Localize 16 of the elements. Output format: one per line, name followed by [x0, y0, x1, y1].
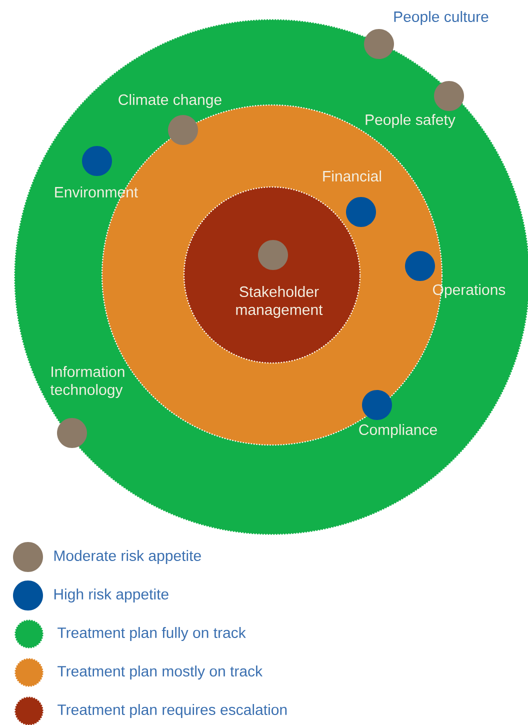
- legend-label: Treatment plan requires escalation: [58, 704, 287, 718]
- risk-label: Financial: [323, 170, 381, 182]
- legend-label: Moderate risk appetite: [54, 550, 201, 564]
- risk-dot: [82, 146, 112, 176]
- risk-label: Compliance: [359, 424, 437, 438]
- risk-label: Climate change: [118, 94, 222, 108]
- risk-dot: [346, 197, 376, 227]
- center-circle: [183, 186, 361, 364]
- risk-label: People culture: [394, 11, 488, 25]
- risk-label: People safety: [366, 114, 456, 128]
- risk-label: Stakeholder management: [236, 286, 323, 318]
- legend-label: Treatment plan mostly on track: [58, 666, 263, 680]
- risk-label: Information technology: [50, 366, 124, 398]
- legend-label: High risk appetite: [54, 588, 168, 602]
- legend-label: Treatment plan fully on track: [58, 627, 246, 641]
- risk-dot: [258, 240, 288, 270]
